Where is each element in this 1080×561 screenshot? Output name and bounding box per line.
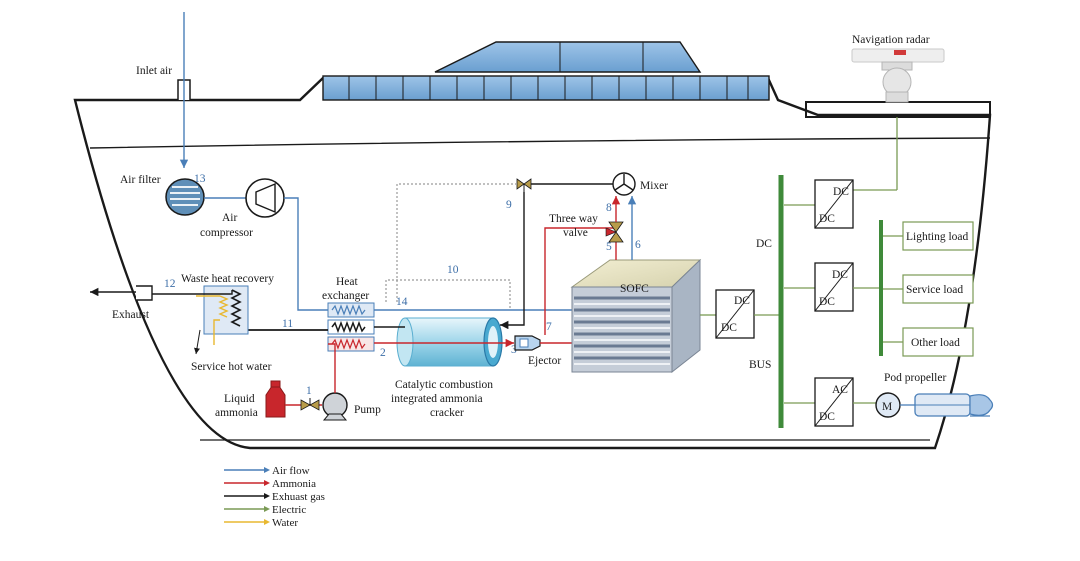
liquid-ammonia-tank-icon xyxy=(265,380,286,418)
dc-dc-converter-sofc xyxy=(715,289,755,339)
liquid-ammonia-label-2: ammonia xyxy=(215,407,258,419)
cracker-label-2: integrated ammonia xyxy=(391,393,483,405)
legend-arrow-3 xyxy=(264,506,270,512)
cracker-label-1: Catalytic combustion xyxy=(395,379,493,391)
air-compressor-icon xyxy=(245,178,285,218)
ac-dc-converter xyxy=(814,377,854,427)
other-load-box xyxy=(902,327,974,357)
lighting-load-label: Lighting load xyxy=(906,231,969,243)
service-load-label: Service load xyxy=(906,284,963,296)
hot-water-arrow xyxy=(194,329,201,355)
conv3-dc-bottom: DC xyxy=(819,296,835,308)
catalytic-cracker-icon xyxy=(396,317,503,367)
air-line-compressor-hx xyxy=(284,197,328,311)
legend-label-3: Electric xyxy=(272,504,306,516)
pump-icon xyxy=(322,392,348,421)
liquid-ammonia-label-1: Liquid xyxy=(224,393,255,405)
air-compressor-label-2: compressor xyxy=(200,227,253,239)
stream-11: 11 xyxy=(282,318,293,330)
dc-bus-label-bottom: BUS xyxy=(749,359,771,371)
stream-3: 3 xyxy=(511,344,517,356)
dotted-line-top xyxy=(396,183,516,302)
legend-arrow-2 xyxy=(264,493,270,499)
motor-label: M xyxy=(882,401,892,413)
conv4-ac: AC xyxy=(832,384,848,396)
legend-label-0: Air flow xyxy=(272,465,310,477)
heat-exchanger-label-1: Heat xyxy=(336,276,359,288)
stream-14: 14 xyxy=(396,296,408,308)
stream-13: 13 xyxy=(194,173,206,185)
other-load-label: Other load xyxy=(911,337,960,349)
air-compressor-label-1: Air xyxy=(222,212,238,224)
stream-12: 12 xyxy=(164,278,176,290)
sofc-stack-icon xyxy=(570,258,702,374)
stream-10: 10 xyxy=(447,264,459,276)
ammonia-valve-icon xyxy=(300,398,320,411)
ammonia-line-pump-hx xyxy=(328,343,336,393)
sofc-label: SOFC xyxy=(620,283,649,295)
legend-arrow-0 xyxy=(264,467,270,473)
stream-8: 8 xyxy=(606,202,612,214)
inlet-air-duct xyxy=(177,12,191,168)
inlet-air-label: Inlet air xyxy=(136,65,172,77)
legend-arrow-1 xyxy=(264,480,270,486)
dotted-line-mid xyxy=(385,279,511,310)
pump-label: Pump xyxy=(354,404,381,416)
superstructure xyxy=(322,41,770,101)
air-filter-icon xyxy=(165,178,205,216)
conv2-dc-top: DC xyxy=(833,186,849,198)
heat-exchanger-label-2: exchanger xyxy=(322,290,369,302)
exhaust-valve-icon xyxy=(516,178,532,192)
heat-exchanger-icon xyxy=(327,302,375,352)
dc-bus-label-top: DC xyxy=(756,238,772,250)
exhaust-line-whr-out xyxy=(152,290,233,295)
service-hot-water-label: Service hot water xyxy=(191,361,272,373)
exhaust-line-to-cracker xyxy=(500,192,525,330)
mixer-icon xyxy=(612,172,636,196)
service-load-box xyxy=(902,274,974,304)
legend-arrow-4 xyxy=(264,519,270,525)
stream-2: 2 xyxy=(380,347,386,359)
navigation-radar-icon xyxy=(851,48,945,103)
pod-propeller-label: Pod propeller xyxy=(884,372,946,384)
stream-1: 1 xyxy=(306,385,312,397)
ejector-label: Ejector xyxy=(528,355,561,367)
legend-label-2: Exhuast gas xyxy=(272,491,325,503)
water-line xyxy=(196,295,220,345)
conv2-dc-bottom: DC xyxy=(819,213,835,225)
mixer-label: Mixer xyxy=(640,180,668,192)
cracker-label-3: cracker xyxy=(430,407,464,419)
three-way-valve-icon xyxy=(605,221,624,243)
stream-6: 6 xyxy=(635,239,641,251)
waste-heat-recovery-label: Waste heat recovery xyxy=(181,273,274,285)
dc-dc-converter-radar xyxy=(814,179,854,229)
lighting-load-box xyxy=(902,221,974,251)
stream-5: 5 xyxy=(606,241,612,253)
ammonia-recirculation-line xyxy=(544,227,614,335)
three-way-valve-label-2: valve xyxy=(563,227,588,239)
navigation-radar-label: Navigation radar xyxy=(852,34,930,46)
conv1-dc-top: DC xyxy=(734,295,750,307)
conv4-dc: DC xyxy=(819,411,835,423)
stream-9: 9 xyxy=(506,199,512,211)
waste-heat-recovery-icon xyxy=(203,285,249,335)
exhaust-label: Exhaust xyxy=(112,309,150,321)
conv1-dc-bottom: DC xyxy=(721,322,737,334)
conv3-dc-top: DC xyxy=(832,269,848,281)
air-filter-label: Air filter xyxy=(120,174,161,186)
legend-label-1: Ammonia xyxy=(272,478,316,490)
pod-propeller-icon xyxy=(900,393,994,417)
three-way-valve-label-1: Three way xyxy=(549,213,598,225)
exhaust-stack-opening xyxy=(136,285,153,301)
dc-dc-converter-loads xyxy=(814,262,854,312)
stream-7: 7 xyxy=(546,321,552,333)
ejector-icon xyxy=(514,335,541,351)
legend-label-4: Water xyxy=(272,517,298,529)
